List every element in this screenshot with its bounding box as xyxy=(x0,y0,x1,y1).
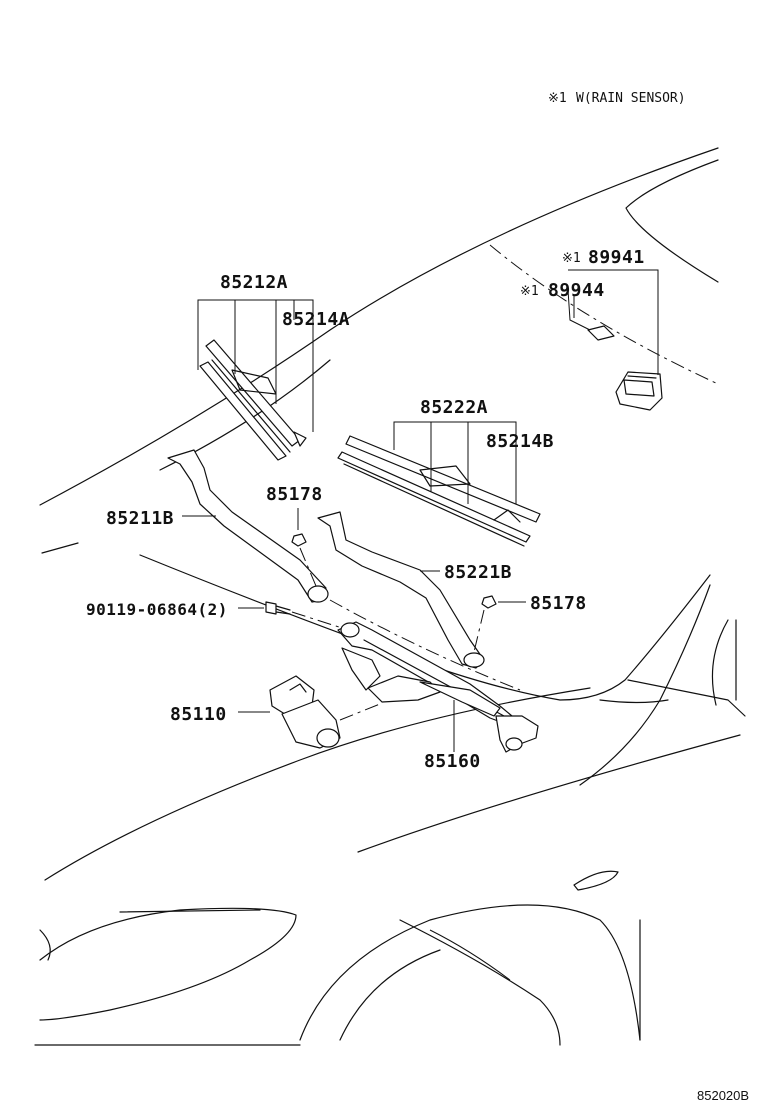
mark-89944: ※1 xyxy=(520,284,539,299)
label-85211B: 85211B xyxy=(106,508,174,529)
label-85160: 85160 xyxy=(424,751,481,772)
rain-sensor-leaders xyxy=(567,269,659,375)
label-85178-right: 85178 xyxy=(530,593,587,614)
note-group: ※1 W(RAIN SENSOR) xyxy=(548,91,686,106)
wiper-blade-left-leaders xyxy=(197,299,314,432)
wiper-blade-right-leaders xyxy=(393,421,517,504)
nut-right xyxy=(473,595,526,653)
bolt xyxy=(238,601,343,629)
wiper-link xyxy=(337,621,539,753)
wiper-arm-right xyxy=(317,511,485,669)
wiper-arm-left xyxy=(167,449,329,603)
note-mark: ※1 xyxy=(548,91,567,106)
label-85222A: 85222A xyxy=(420,397,488,418)
label-85212A: 85212A xyxy=(220,272,288,293)
wiper-blade-right xyxy=(337,435,541,547)
label-89944: 89944 xyxy=(548,280,605,301)
label-85221B: 85221B xyxy=(444,562,512,583)
label-85178-top: 85178 xyxy=(266,484,323,505)
label-89941: 89941 xyxy=(588,247,645,268)
label-85214A: 85214A xyxy=(282,309,350,330)
label-90119: 90119-06864(2) xyxy=(86,600,228,619)
label-85214B: 85214B xyxy=(486,431,554,452)
car-body-outline xyxy=(34,147,746,1046)
rain-sensor xyxy=(587,325,663,411)
wiper-motor xyxy=(238,675,381,749)
figure-code: 852020B xyxy=(697,1088,749,1103)
label-85110: 85110 xyxy=(170,704,227,725)
note-text: W(RAIN SENSOR) xyxy=(576,91,686,106)
wiper-blade-left xyxy=(199,339,307,461)
mark-89941: ※1 xyxy=(562,251,581,266)
nut-left xyxy=(291,508,317,587)
